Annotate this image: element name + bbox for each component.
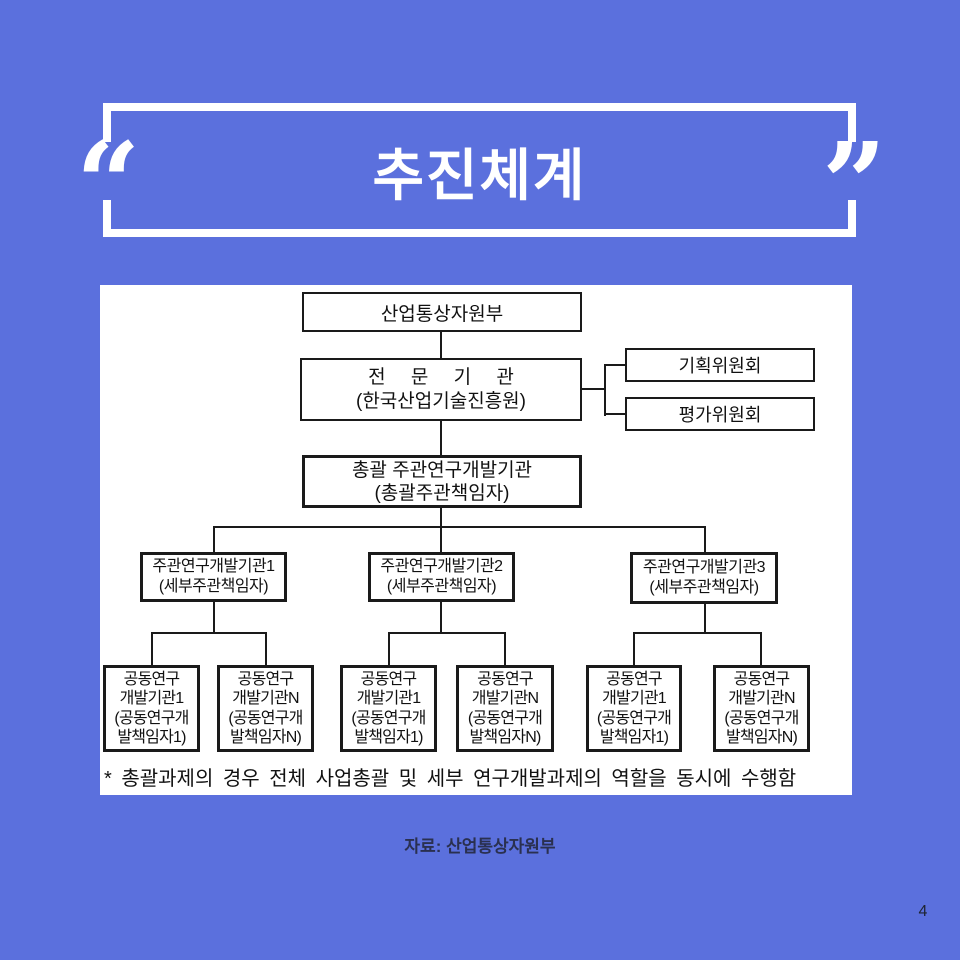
connector-line xyxy=(440,421,442,455)
org-node-joint-2-N: 공동연구 개발기관N (공동연구개 발책임자N) xyxy=(456,665,554,752)
connector-line xyxy=(265,632,267,665)
org-node-sublabel: (세부주관책임자) xyxy=(386,578,497,595)
org-node-lead-1: 주관연구개발기관1 (세부주관책임자) xyxy=(140,552,287,602)
org-node-sublabel: 발책임자N) xyxy=(230,729,302,746)
connector-line xyxy=(440,332,442,358)
connector-line xyxy=(151,632,267,634)
org-node-label: 공동연구 xyxy=(477,670,533,688)
org-node-label: 주관연구개발기관1 xyxy=(152,558,275,575)
page-title: 추진체계 xyxy=(372,144,587,207)
org-node-label: 개발기관N xyxy=(728,690,795,707)
org-node-label: 주관연구개발기관3 xyxy=(642,559,766,576)
source-caption: 자료: 산업통상자원부 xyxy=(404,837,556,856)
org-node-joint-3-1: 공동연구 개발기관1 (공동연구개 발책임자1) xyxy=(586,665,682,752)
org-node-planning-committee: 기획위원회 xyxy=(625,348,815,382)
org-node-label: 주관연구개발기관2 xyxy=(380,558,503,575)
org-node-label: 기획위원회 xyxy=(678,356,762,376)
open-quote-icon: “ xyxy=(76,119,141,250)
org-node-label: 공동연구 xyxy=(733,670,790,688)
org-node-label: 공동연구 xyxy=(606,670,662,688)
org-node-sublabel: 발책임자N) xyxy=(726,729,798,746)
org-node-label: 개발기관1 xyxy=(356,690,422,707)
org-node-joint-1-N: 공동연구 개발기관N (공동연구개 발책임자N) xyxy=(217,665,314,752)
org-node-sublabel: (세부주관책임자) xyxy=(158,578,269,595)
frame-gap-left xyxy=(97,142,119,200)
frame-gap-right xyxy=(841,142,863,200)
org-node-sublabel: (총괄주관책임자) xyxy=(374,482,510,504)
close-quote-icon: ” xyxy=(822,119,887,250)
org-node-lead-3: 주관연구개발기관3 (세부주관책임자) xyxy=(630,552,778,604)
page-number: 4 xyxy=(918,903,928,920)
connector-line xyxy=(704,526,706,552)
org-node-sublabel: 발책임자1) xyxy=(117,729,186,746)
connector-line xyxy=(604,364,606,416)
org-node-label: 총괄 주관연구개발기관 xyxy=(351,459,533,481)
org-node-sublabel: 발책임자1) xyxy=(354,729,423,746)
org-node-label: 공동연구 xyxy=(360,670,417,688)
org-node-label: 개발기관N xyxy=(232,690,299,707)
org-node-joint-1-1: 공동연구 개발기관1 (공동연구개 발책임자1) xyxy=(103,665,200,752)
org-node-joint-3-N: 공동연구 개발기관N (공동연구개 발책임자N) xyxy=(713,665,810,752)
org-node-lead-2: 주관연구개발기관2 (세부주관책임자) xyxy=(368,552,515,602)
connector-line xyxy=(213,526,215,552)
connector-line xyxy=(633,632,762,634)
org-node-sublabel: (공동연구개 xyxy=(351,709,426,727)
connector-line xyxy=(440,526,442,552)
connector-line xyxy=(151,632,153,665)
connector-line xyxy=(604,413,625,415)
org-node-label: 개발기관1 xyxy=(602,690,667,707)
connector-line xyxy=(388,632,390,665)
org-node-label: 공동연구 xyxy=(123,670,180,688)
org-chart-panel: 산업통상자원부 전 문 기 관 (한국산업기술진흥원) 기획위원회 평가위원회 … xyxy=(100,285,852,795)
org-node-label: 개발기관N xyxy=(471,690,539,707)
connector-line xyxy=(213,526,705,528)
org-node-joint-2-1: 공동연구 개발기관1 (공동연구개 발책임자1) xyxy=(340,665,437,752)
org-node-overall-lead: 총괄 주관연구개발기관 (총괄주관책임자) xyxy=(302,455,582,508)
org-node-ministry: 산업통상자원부 xyxy=(302,292,582,332)
org-node-sublabel: 발책임자1) xyxy=(599,729,669,746)
org-node-sublabel: (세부주관책임자) xyxy=(649,579,759,596)
org-node-label: 산업통상자원부 xyxy=(380,303,504,325)
connector-line xyxy=(504,632,506,665)
connector-line xyxy=(582,388,605,390)
footnote: * 총괄과제의 경우 전체 사업총괄 및 세부 연구개발과제의 역할을 동시에 … xyxy=(104,768,797,790)
org-node-sublabel: (공동연구개 xyxy=(114,709,189,727)
org-node-sublabel: (공동연구개 xyxy=(724,709,799,727)
org-node-label: 공동연구 xyxy=(237,670,294,688)
connector-line xyxy=(704,602,706,633)
connector-line xyxy=(604,364,625,366)
org-node-sublabel: 발책임자N) xyxy=(469,729,542,746)
org-node-evaluation-committee: 평가위원회 xyxy=(625,397,815,431)
connector-line xyxy=(388,632,506,634)
org-node-sublabel: (한국산업기술진흥원) xyxy=(356,390,526,412)
connector-line xyxy=(440,508,442,527)
org-node-label: 평가위원회 xyxy=(678,405,762,425)
connector-line xyxy=(760,632,762,665)
org-node-label: 개발기관1 xyxy=(119,690,185,707)
connector-line xyxy=(633,632,635,665)
org-node-label: 전 문 기 관 xyxy=(368,366,524,388)
org-node-sublabel: (공동연구개 xyxy=(228,709,303,727)
org-node-sublabel: (공동연구개 xyxy=(467,709,543,727)
org-node-sublabel: (공동연구개 xyxy=(596,709,672,727)
connector-line xyxy=(213,602,215,633)
connector-line xyxy=(440,602,442,633)
org-node-agency: 전 문 기 관 (한국산업기술진흥원) xyxy=(300,358,582,421)
